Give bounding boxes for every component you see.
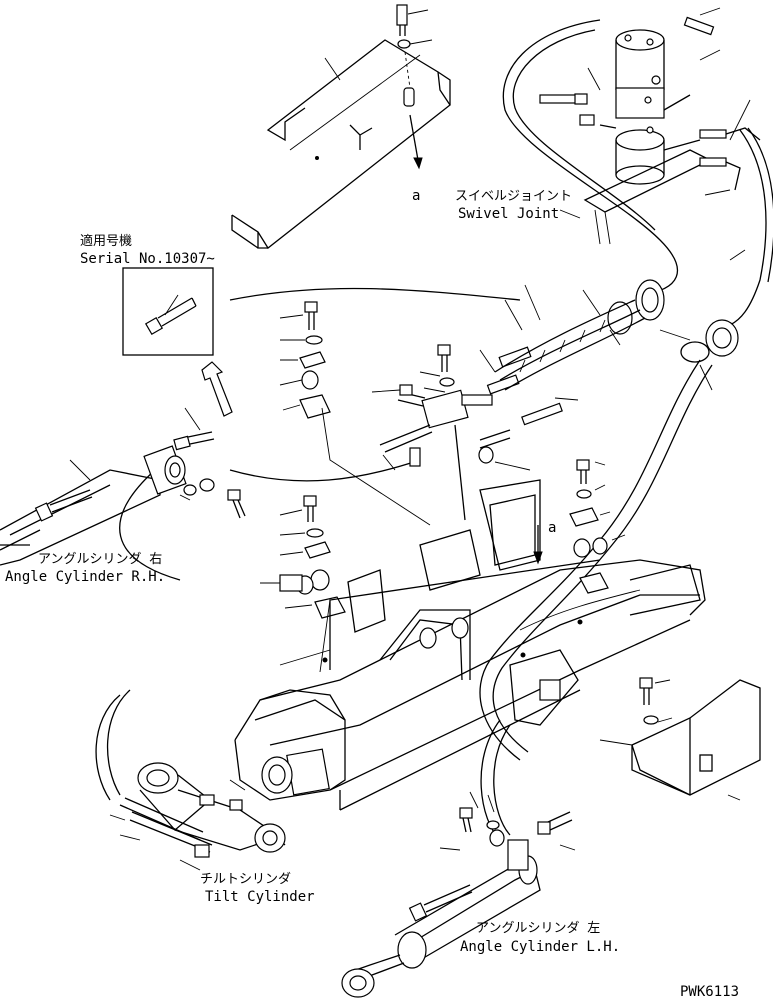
main-frame <box>234 479 706 811</box>
right-cover-plate <box>599 677 761 801</box>
upper-hose-bundle <box>494 299 646 391</box>
ref-a-top: a <box>412 188 420 204</box>
angle-cylinder-lh-label-jp: アングルシリンダ 左 <box>476 921 600 936</box>
angle-cylinder-lh <box>341 791 576 998</box>
frame-mid-bolts <box>569 459 626 594</box>
drawing-number: PWK6113 <box>680 984 739 1000</box>
hose-bundle-clamps <box>607 249 746 391</box>
tilt-cylinder-label-jp: チルトシリンダ <box>200 872 291 887</box>
angle-cylinder-lh-label-en: Angle Cylinder L.H. <box>460 939 620 955</box>
serial-label-en: Serial No.10307~ <box>80 251 215 267</box>
left-hardware-stack <box>260 301 346 619</box>
rh-bolts <box>173 431 246 519</box>
top-cover-plate <box>231 39 451 249</box>
swivel-joint <box>583 29 712 245</box>
ref-a-mid: a <box>548 520 556 536</box>
swivel-joint-label-jp: スイベルジョイント <box>455 189 572 204</box>
angle-cylinder-rh-label-en: Angle Cylinder R.H. <box>5 569 165 585</box>
central-fittings <box>321 284 621 526</box>
serial-inset <box>122 267 214 356</box>
arrow-a-mid <box>533 525 543 565</box>
angle-cylinder-rh <box>0 407 201 566</box>
tilt-cylinder-label-en: Tilt Cylinder <box>205 889 315 905</box>
main-hoses <box>95 19 773 841</box>
tilt-cylinder <box>109 762 286 871</box>
serial-pointer-arrow <box>201 361 233 417</box>
swivel-fittings <box>539 7 761 219</box>
angle-cylinder-rh-label-jp: アングルシリンダ 右 <box>38 552 162 567</box>
top-bolt-washer <box>324 4 433 170</box>
serial-label-jp: 適用号機 <box>80 233 132 249</box>
swivel-joint-label-en: Swivel Joint <box>458 206 559 222</box>
